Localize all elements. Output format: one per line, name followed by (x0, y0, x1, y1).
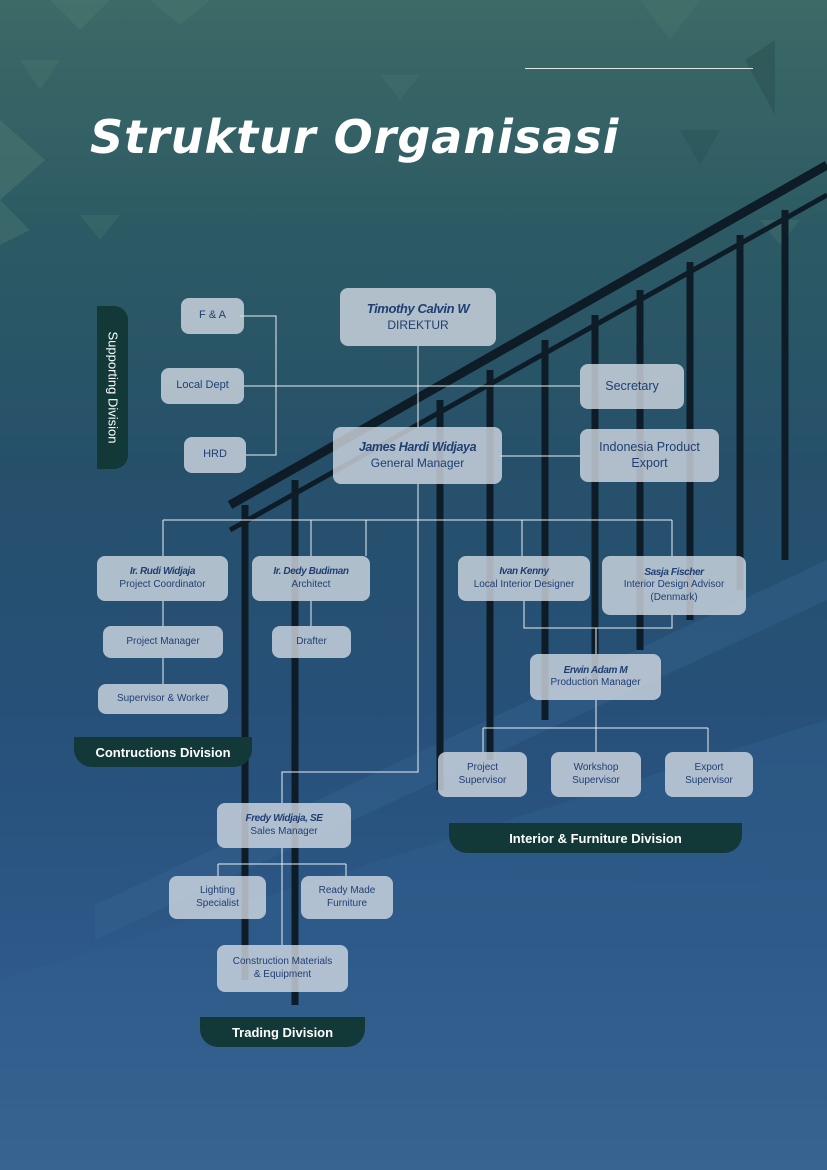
org-node-project-manager: Project Manager (103, 626, 223, 658)
node-name: Erwin Adam M (563, 664, 628, 676)
node-role: Production Manager (550, 677, 641, 688)
node-name: Ir. Dedy Budiman (273, 566, 349, 577)
node-role: Sales Manager (250, 825, 318, 837)
org-node-drafter: Drafter (272, 626, 351, 658)
org-node-workshop-supervisor: Workshop Supervisor (551, 752, 641, 797)
org-node-general-manager: James Hardi Widjaya General Manager (333, 427, 502, 484)
node-role: Secretary (605, 378, 659, 393)
division-label-text: Contructions Division (95, 744, 231, 760)
node-role: General Manager (370, 455, 465, 470)
construction-division-label: Contructions Division (74, 737, 252, 767)
node-role: Architect (291, 578, 331, 590)
header-rule (525, 68, 753, 69)
interior-furniture-division-label: Interior & Furniture Division (449, 823, 742, 853)
node-role: Project Manager (126, 635, 200, 647)
supporting-division-label: Supporting Division (97, 306, 128, 469)
org-node-local-interior-designer: Ivan Kenny Local Interior Designer (458, 556, 590, 601)
org-node-hrd: HRD (184, 437, 246, 473)
org-node-direktur: Timothy Calvin W DIREKTUR (340, 288, 496, 346)
org-node-sales-manager: Fredy Widjaja, SE Sales Manager (217, 803, 351, 848)
org-node-export-supervisor: Export Supervisor (665, 752, 753, 797)
node-role: Drafter (296, 635, 327, 647)
node-name: Ir. Rudi Widjaja (129, 566, 196, 577)
node-role: HRD (203, 448, 227, 461)
trading-division-label: Trading Division (200, 1017, 365, 1047)
node-role: Supervisor & Worker (116, 692, 210, 704)
node-name: Fredy Widjaja, SE (245, 813, 323, 824)
org-node-local-dept: Local Dept (161, 368, 244, 404)
org-node-supervisor-worker: Supervisor & Worker (98, 684, 228, 714)
node-role: Interior Design Advisor (Denmark) (623, 579, 725, 603)
node-role: Export Supervisor (685, 762, 733, 786)
node-name: Sasja Fischer (644, 566, 704, 578)
node-name: James Hardi Widjaya (358, 440, 477, 455)
node-role: F & A (199, 309, 226, 322)
org-node-ready-made-furniture: Ready Made Furniture (301, 876, 393, 919)
node-role: Project Coordinator (119, 578, 206, 590)
node-name: Timothy Calvin W (366, 301, 470, 317)
org-node-project-coordinator: Ir. Rudi Widjaja Project Coordinator (97, 556, 228, 601)
node-role: Lighting Specialist (196, 885, 239, 909)
node-role: Project Supervisor (458, 762, 507, 786)
node-role: Construction Materials & Equipment (232, 956, 333, 980)
org-node-interior-design-advisor: Sasja Fischer Interior Design Advisor (D… (602, 556, 746, 615)
org-node-production-manager: Erwin Adam M Production Manager (530, 654, 661, 700)
node-role: Workshop Supervisor (572, 762, 620, 786)
division-label-text: Trading Division (231, 1024, 334, 1040)
org-node-indonesia-product-export: Indonesia Product Export (580, 429, 719, 482)
org-node-secretary: Secretary (580, 364, 684, 409)
node-role: Indonesia Product Export (599, 439, 700, 470)
org-node-project-supervisor: Project Supervisor (438, 752, 527, 797)
org-node-construction-materials: Construction Materials & Equipment (217, 945, 348, 992)
org-node-architect: Ir. Dedy Budiman Architect (252, 556, 370, 601)
node-role: Local Dept (176, 379, 229, 392)
node-role: DIREKTUR (387, 317, 449, 332)
org-node-fa: F & A (181, 298, 244, 334)
division-label-text: Supporting Division (105, 331, 121, 444)
org-node-lighting-specialist: Lighting Specialist (169, 876, 266, 919)
division-label-text: Interior & Furniture Division (509, 830, 682, 846)
node-name: Ivan Kenny (499, 566, 549, 577)
node-role: Ready Made Furniture (318, 885, 376, 909)
node-role: Local Interior Designer (473, 578, 575, 590)
page-title: Struktur Organisasi (90, 110, 620, 164)
